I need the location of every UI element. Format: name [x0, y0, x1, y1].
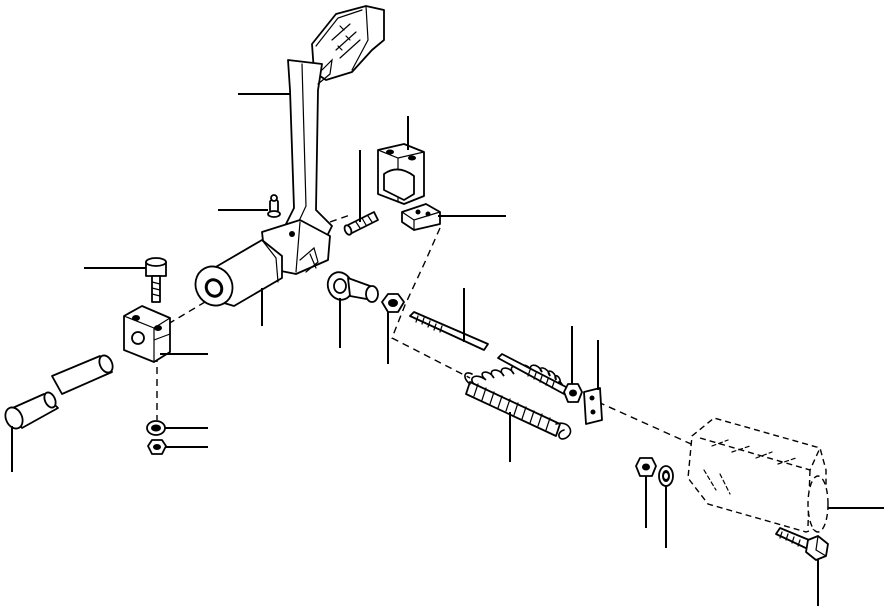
adjuster-rod — [497, 353, 569, 395]
threaded-rod — [409, 311, 489, 351]
tension-spring — [464, 364, 572, 440]
clevis-plate — [583, 387, 603, 425]
valve-housing — [687, 417, 829, 533]
split-clamp-block — [123, 305, 171, 363]
lock-nut — [147, 439, 167, 455]
split-bracket — [377, 143, 425, 205]
spring-pin — [343, 211, 379, 236]
hex-nut-upper — [381, 293, 405, 313]
flange-nut — [635, 457, 657, 477]
assembly-line-housing — [597, 401, 701, 449]
pivot-shaft — [4, 354, 114, 430]
clamp-bolt — [145, 257, 167, 303]
washer — [146, 420, 166, 436]
grease-nipple — [267, 194, 281, 218]
pivot-sleeve — [194, 239, 283, 307]
anchor-plate — [401, 203, 441, 231]
leader-lines — [11, 93, 884, 606]
adjuster-nut — [563, 383, 583, 403]
assembly-line-clamp — [157, 301, 206, 331]
assembly-line-spring-anchor — [391, 227, 471, 379]
assembly-line-pin — [329, 214, 351, 223]
mounting-bolt — [775, 527, 829, 561]
pedal-lever — [261, 5, 385, 275]
ball-joint-rod-end — [326, 271, 379, 303]
spring-washer — [658, 465, 674, 487]
